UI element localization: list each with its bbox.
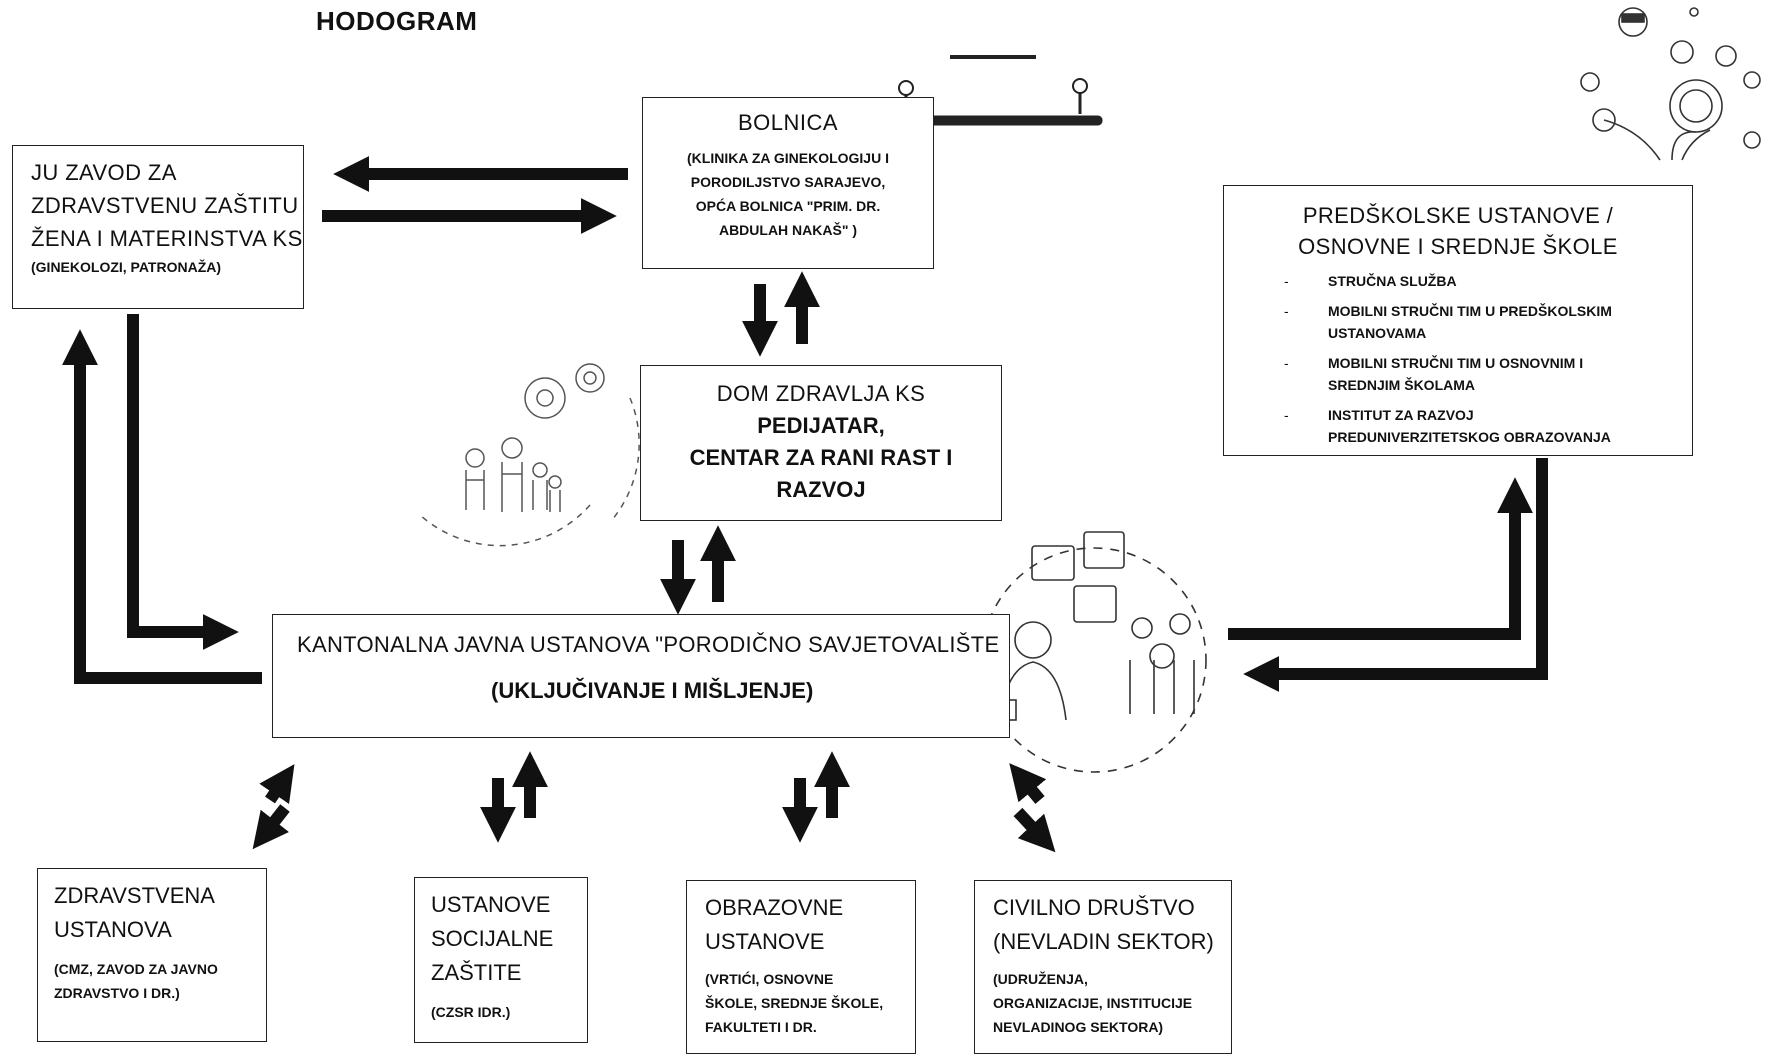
zavod-line3: ŽENA I MATERINSTVA KS	[31, 226, 303, 251]
dom-line2: CENTAR ZA RANI RAST I	[689, 445, 953, 470]
predskolske-list: -STRUČNA SLUŽBA -MOBILNI STRUČNI TIM U P…	[1224, 270, 1692, 448]
dom-title: DOM ZDRAVLJA KS	[716, 381, 926, 406]
zavod-line1: JU ZAVOD ZA	[31, 160, 177, 185]
socijalne-line1: USTANOVE	[431, 892, 551, 917]
zavod-note: (GINEKOLOZI, PATRONAŽA)	[31, 259, 222, 275]
bolnica-title: BOLNICA	[737, 110, 839, 135]
kantonalna-subtitle: (UKLJUČIVANJE I MIŠLJENJE)	[491, 678, 814, 703]
arrow-kantonalna-to-civilno	[1013, 807, 1056, 853]
zavod-line2: ZDRAVSTVENU ZAŠTITU	[31, 193, 299, 218]
obrazovne-line1: OBRAZOVNE	[705, 895, 844, 920]
arrow-zdravstvena-to-kantonalna	[259, 764, 295, 805]
arrow-zavod-to-kantonalna	[127, 314, 239, 650]
dom-line1: PEDIJATAR,	[757, 413, 885, 438]
bolnica-note2: PORODILJSTVO SARAJEVO,	[690, 174, 886, 190]
socijalne-line3: ZAŠTITE	[431, 960, 522, 985]
obrazovne-note2: ŠKOLE, SREDNJE ŠKOLE,	[705, 995, 884, 1011]
dom-zdravlja-box: DOM ZDRAVLJA KS PEDIJATAR, CENTAR ZA RAN…	[640, 365, 1002, 521]
arrow-predskolske-to-kantonalna	[1243, 458, 1548, 692]
civilno-line1: CIVILNO DRUŠTVO	[993, 895, 1195, 920]
obrazovne-line2: USTANOVE	[705, 929, 825, 954]
civilno-note2: ORGANIZACIJE, INSTITUCIJE	[993, 995, 1193, 1011]
arrow-kantonalna-to-zavod	[62, 329, 262, 684]
bolnica-box: BOLNICA (KLINIKA ZA GINEKOLOGIJU I POROD…	[642, 97, 934, 269]
bolnica-note4: ABDULAH NAKAŠ" )	[718, 222, 858, 238]
kantonalna-title: KANTONALNA JAVNA USTANOVA "PORODIČNO SAV…	[297, 632, 1000, 657]
civilno-box: CIVILNO DRUŠTVO (NEVLADIN SEKTOR) (UDRUŽ…	[974, 880, 1232, 1054]
civilno-line2: (NEVLADIN SEKTOR)	[993, 929, 1214, 954]
zdravstvena-note1: (CMZ, ZAVOD ZA JAVNO	[54, 961, 218, 977]
family-gears-illustration	[419, 363, 640, 547]
arrow-kantonalna-to-zdravstvena	[252, 804, 290, 850]
kantonalna-box: KANTONALNA JAVNA USTANOVA "PORODIČNO SAV…	[272, 614, 1010, 738]
arrow-civilno-to-kantonalna	[1009, 763, 1047, 804]
arrow-kantonalna-to-predskolske	[1228, 477, 1533, 640]
counseling-illustration	[981, 531, 1207, 773]
socijalne-line2: SOCIJALNE	[431, 926, 554, 951]
civilno-note1: (UDRUŽENJA,	[993, 971, 1088, 987]
dom-line3: RAZVOJ	[776, 477, 866, 502]
zdravstvena-note2: ZDRAVSTVO I DR.)	[54, 985, 180, 1001]
socijalne-note: (CZSR IDR.)	[431, 1004, 511, 1020]
bolnica-note3: OPĆA BOLNICA "PRIM. DR.	[695, 198, 881, 214]
predskolske-title2: OSNOVNE I SREDNJE ŠKOLE	[1298, 234, 1618, 259]
civilno-note3: NEVLADINOG SEKTORA)	[993, 1019, 1164, 1035]
page-title: HODOGRAM	[316, 6, 478, 36]
socijalne-box: USTANOVE SOCIJALNE ZAŠTITE (CZSR IDR.)	[414, 877, 588, 1043]
zdravstvena-box: ZDRAVSTVENA USTANOVA (CMZ, ZAVOD ZA JAVN…	[37, 868, 267, 1042]
predskolske-title1: PREDŠKOLSKE USTANOVE /	[1302, 203, 1614, 228]
list-item: -STRUČNA SLUŽBA	[1284, 273, 1457, 289]
obrazovne-box: OBRAZOVNE USTANOVE (VRTIĆI, OSNOVNE ŠKOL…	[686, 880, 916, 1054]
predskolske-box: PREDŠKOLSKE USTANOVE / OSNOVNE I SREDNJE…	[1223, 185, 1693, 456]
zdravstvena-line2: USTANOVA	[54, 917, 172, 942]
zavod-box: JU ZAVOD ZA ZDRAVSTVENU ZAŠTITU ŽENA I M…	[12, 145, 304, 309]
zdravstvena-line1: ZDRAVSTVENA	[54, 883, 215, 908]
obrazovne-note1: (VRTIĆI, OSNOVNE	[705, 971, 834, 987]
obrazovne-note3: FAKULTETI I DR.	[705, 1019, 817, 1035]
bolnica-note1: (KLINIKA ZA GINEKOLOGIJU I	[687, 150, 889, 166]
